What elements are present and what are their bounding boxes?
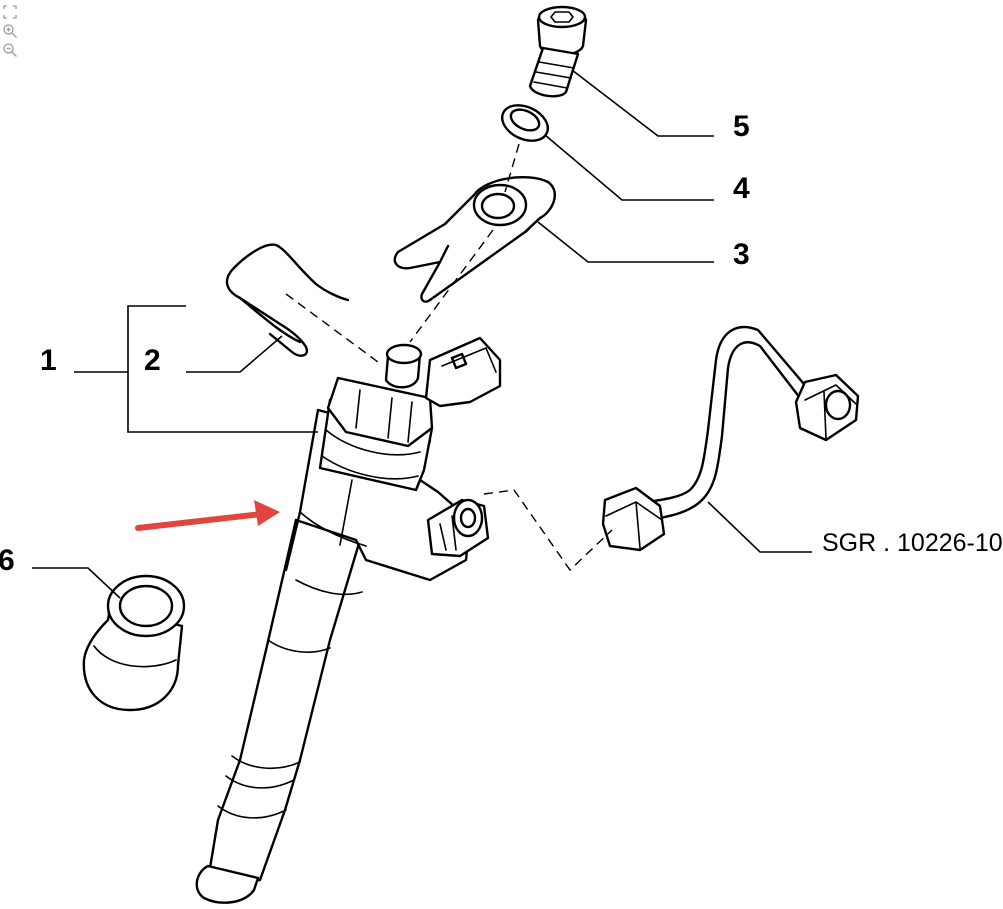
part-4-washer[interactable]: [496, 98, 553, 147]
callout-4: 4: [733, 172, 750, 205]
callout-1: 1: [40, 344, 57, 377]
leader-lines: [32, 69, 812, 599]
part-2-spring-clip[interactable]: [225, 243, 350, 357]
callout-6: 6: [0, 544, 15, 577]
red-pointer-arrow: [135, 500, 280, 531]
fuel-pipe[interactable]: [601, 325, 860, 552]
part-6-seal-sleeve[interactable]: [82, 574, 186, 712]
part-5-bolt[interactable]: [528, 5, 588, 98]
part-1-injector-body[interactable]: [195, 336, 502, 904]
callout-2: 2: [144, 344, 161, 377]
sgr-reference-label: SGR . 10226-10: [822, 529, 1003, 557]
part-3-clamp-bracket[interactable]: [393, 175, 556, 303]
callout-5: 5: [733, 110, 750, 143]
callout-3: 3: [733, 238, 750, 271]
zoom-in-icon[interactable]: [2, 23, 18, 39]
viewer-toolbar: [2, 4, 20, 61]
assembly-dash-lines: [285, 143, 613, 572]
zoom-out-icon[interactable]: [2, 42, 18, 58]
fit-page-icon[interactable]: [2, 4, 18, 20]
